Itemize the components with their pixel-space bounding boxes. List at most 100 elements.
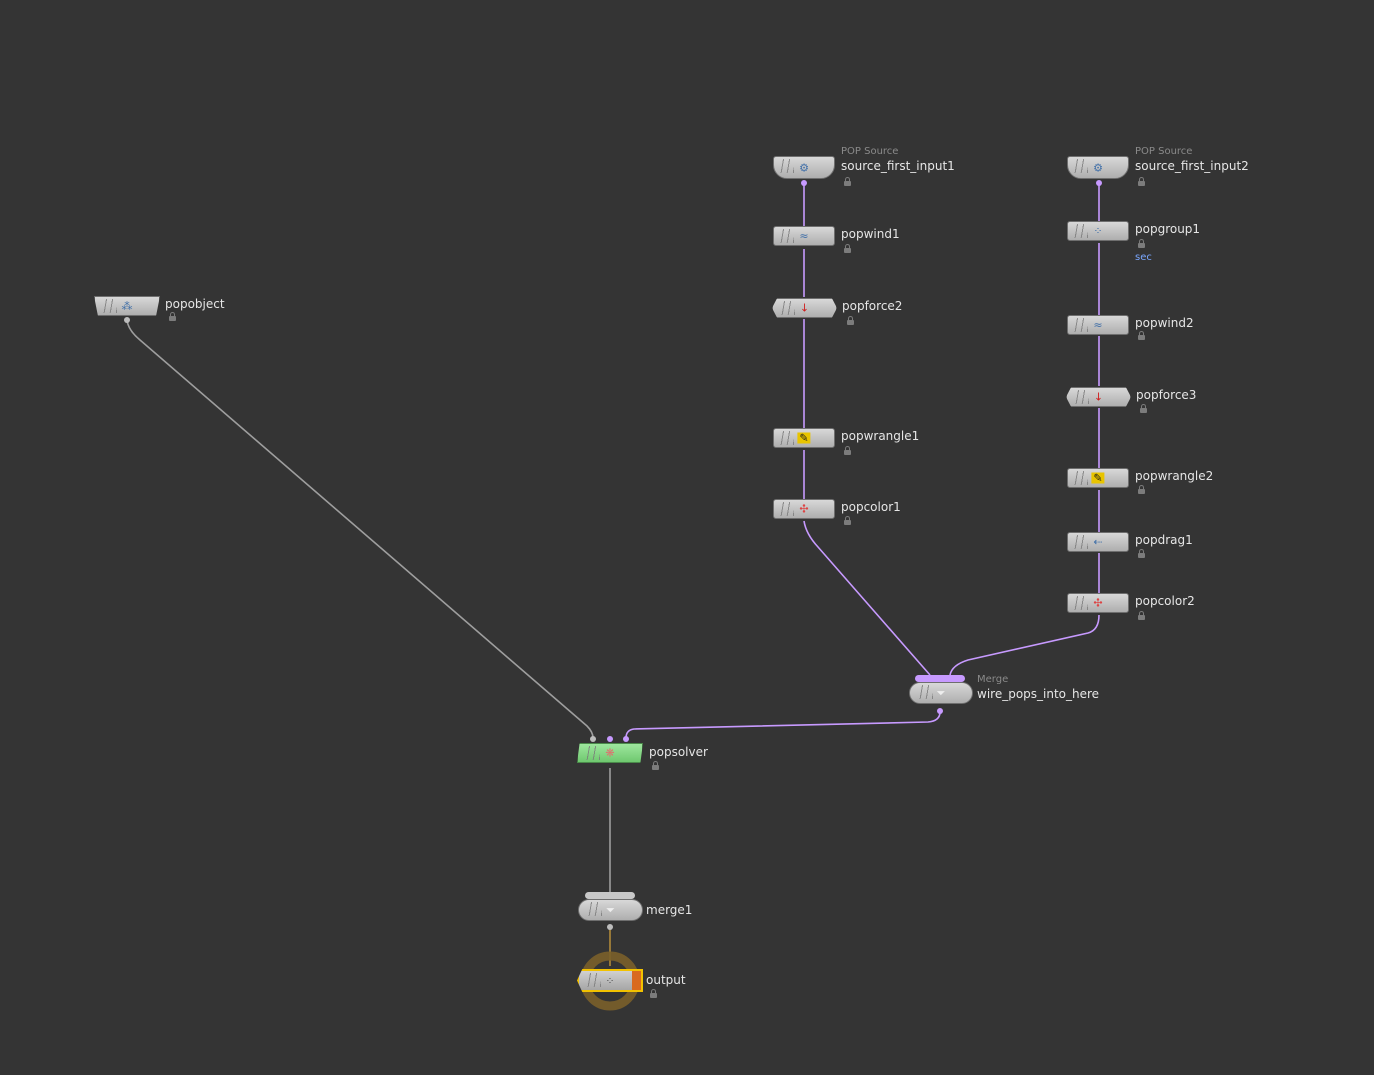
node-body[interactable]: ⁘ [1067, 221, 1129, 241]
lock-icon [1138, 611, 1145, 620]
node-source-first-input1[interactable]: ⚙ POP Source source_first_input1 [772, 146, 972, 192]
solver-icon: ❋ [605, 746, 615, 760]
node-popforce2[interactable]: ↓ popforce2 [771, 296, 911, 330]
node-body[interactable]: ✣ [773, 499, 835, 519]
wrangle-icon: ✎ [797, 431, 811, 445]
input-port[interactable] [590, 736, 596, 742]
lock-icon [169, 312, 176, 321]
display-flag[interactable] [632, 971, 641, 990]
node-body[interactable]: ≈ [1067, 315, 1129, 335]
lock-icon [847, 316, 854, 325]
lock-icon [1138, 177, 1145, 186]
lock-icon [844, 446, 851, 455]
lock-icon [652, 761, 659, 770]
node-popobject[interactable]: ⁂ popobject [94, 294, 234, 328]
node-body[interactable]: ✣ [1067, 593, 1129, 613]
node-type-label: Merge [977, 674, 1009, 685]
node-popwind1[interactable]: ≈ popwind1 [772, 224, 912, 258]
wind-icon: ≈ [1093, 318, 1103, 332]
color-icon: ✣ [799, 502, 809, 516]
lock-icon [1138, 239, 1145, 248]
input-port[interactable] [623, 736, 629, 742]
lock-icon [844, 177, 851, 186]
node-name-label: popcolor1 [841, 500, 901, 514]
force-icon: ↓ [1093, 390, 1104, 404]
node-popforce3[interactable]: ↓ popforce3 [1065, 385, 1205, 419]
color-icon: ✣ [1093, 596, 1103, 610]
lock-icon [844, 516, 851, 525]
node-name-label: popwrangle1 [841, 429, 920, 443]
node-name-label: popforce2 [842, 299, 903, 313]
node-body[interactable]: ⚙ [1067, 156, 1129, 179]
node-name-label: popcolor2 [1135, 594, 1195, 608]
node-name-label: output [646, 973, 686, 987]
node-popwind2[interactable]: ≈ popwind2 [1066, 313, 1206, 347]
output-icon: ⁘ [605, 974, 615, 987]
output-port[interactable] [607, 924, 613, 930]
node-body[interactable]: ✎ [1067, 468, 1129, 488]
node-type-label: POP Source [841, 146, 899, 157]
node-popwrangle2[interactable]: ✎ popwrangle2 [1066, 466, 1226, 500]
node-name-label: popdrag1 [1135, 533, 1193, 547]
node-output[interactable]: ⁘ output [576, 966, 716, 1002]
node-body[interactable]: ⇠ [1067, 532, 1129, 552]
node-body[interactable]: ⚙ [773, 156, 835, 179]
node-popcolor2[interactable]: ✣ popcolor2 [1066, 591, 1206, 625]
node-name-label: popsolver [649, 745, 708, 759]
lock-icon [1138, 331, 1145, 340]
node-body[interactable]: ⁂ [94, 296, 160, 316]
node-body[interactable]: ↓ [772, 298, 837, 318]
merge-icon: ⏷ [936, 686, 946, 700]
pop-source-icon: ⚙ [799, 161, 809, 174]
node-body[interactable]: ❋ [577, 743, 643, 763]
node-popwrangle1[interactable]: ✎ popwrangle1 [772, 426, 932, 460]
node-popcolor1[interactable]: ✣ popcolor1 [772, 497, 912, 531]
lock-icon [1140, 404, 1147, 413]
node-body[interactable]: ⏷ [909, 682, 973, 704]
drag-icon: ⇠ [1093, 535, 1103, 549]
node-body[interactable]: ⁘ [577, 969, 643, 992]
force-icon: ↓ [799, 301, 810, 315]
group-tag: sec [1135, 252, 1152, 263]
merge-input-bar[interactable] [915, 675, 965, 682]
node-body[interactable]: ⏷ [578, 899, 643, 921]
node-wire-pops-into-here[interactable]: ⏷ Merge wire_pops_into_here [907, 673, 1107, 719]
lock-icon [1138, 549, 1145, 558]
output-port[interactable] [937, 708, 943, 714]
node-type-label: POP Source [1135, 146, 1193, 157]
node-body[interactable]: ≈ [773, 226, 835, 246]
lock-icon [844, 244, 851, 253]
node-name-label: wire_pops_into_here [977, 687, 1100, 701]
wire [126, 319, 594, 739]
input-port[interactable] [607, 736, 613, 742]
merge-icon: ⏷ [606, 903, 615, 917]
node-body[interactable]: ✎ [773, 428, 835, 448]
lock-icon [1138, 485, 1145, 494]
pop-source-icon: ⚙ [1093, 161, 1103, 174]
wire [949, 614, 1100, 676]
wrangle-icon: ✎ [1091, 471, 1105, 485]
node-name-label: popwrangle2 [1135, 469, 1214, 483]
node-name-label: source_first_input2 [1135, 159, 1249, 173]
output-port[interactable] [801, 180, 807, 186]
wind-icon: ≈ [799, 229, 809, 243]
wire [803, 520, 931, 676]
node-name-label: source_first_input1 [841, 159, 955, 173]
node-popdrag1[interactable]: ⇠ popdrag1 [1066, 530, 1206, 564]
node-name-label: popwind2 [1135, 316, 1194, 330]
group-icon: ⁘ [1093, 224, 1103, 238]
node-name-label: popwind1 [841, 227, 900, 241]
node-source-first-input2[interactable]: ⚙ POP Source source_first_input2 [1066, 146, 1266, 192]
output-port[interactable] [1096, 180, 1102, 186]
output-port[interactable] [124, 317, 130, 323]
node-body[interactable]: ↓ [1066, 387, 1131, 407]
node-name-label: popobject [165, 297, 225, 311]
node-popgroup1[interactable]: ⁘ popgroup1 sec [1066, 219, 1206, 269]
merge-input-bar[interactable] [585, 892, 635, 899]
lock-icon [650, 989, 657, 998]
node-merge1[interactable]: ⏷ merge1 [577, 891, 717, 931]
wire [625, 711, 941, 739]
node-popsolver[interactable]: ❋ popsolver [576, 736, 716, 776]
node-name-label: popgroup1 [1135, 222, 1201, 236]
